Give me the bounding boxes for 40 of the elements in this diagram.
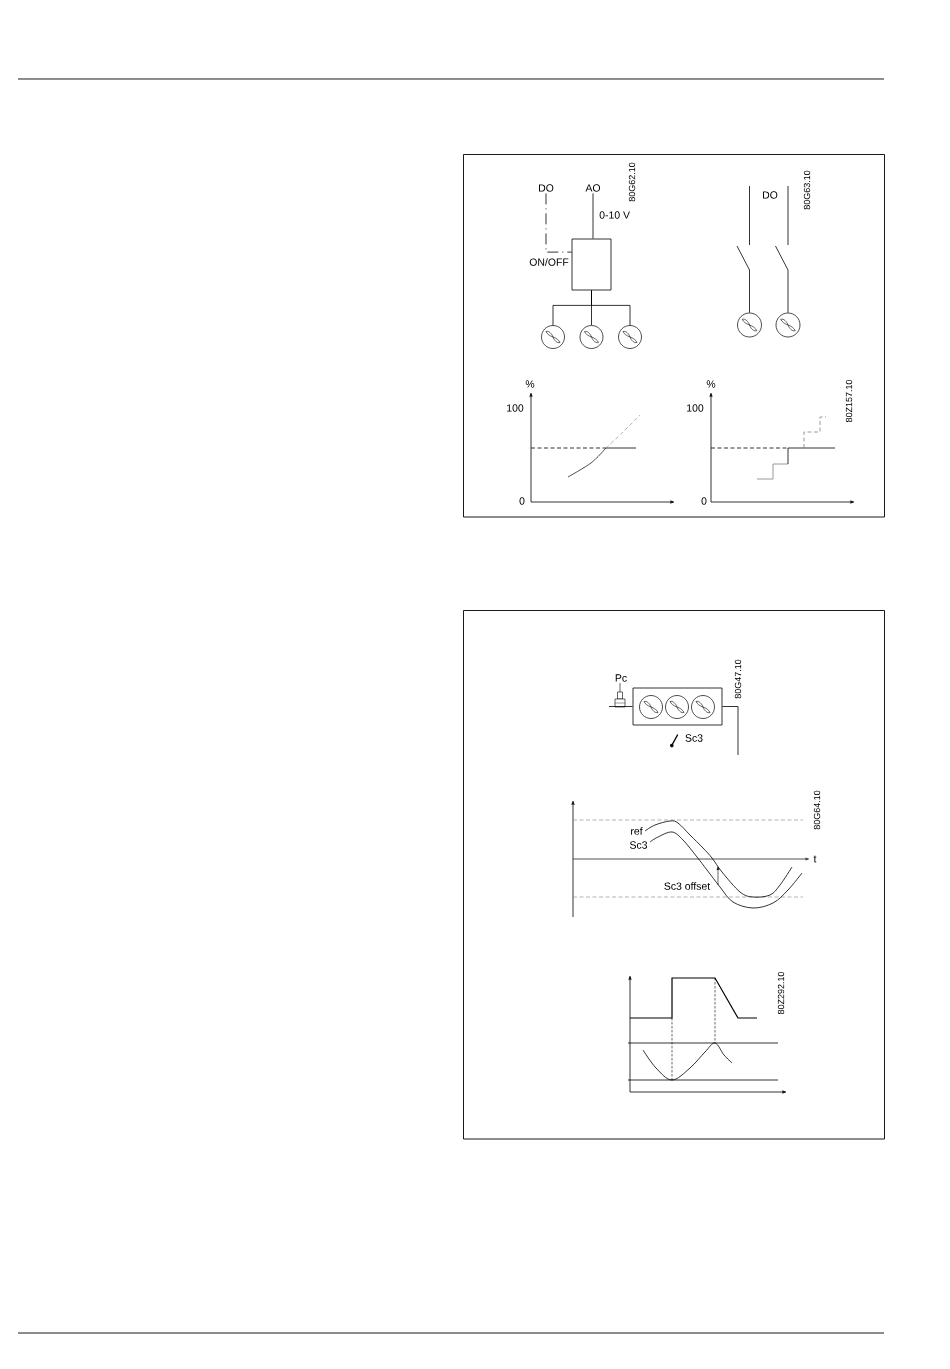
sensor-label: Sc3 <box>685 734 703 742</box>
condenser-box <box>632 687 723 726</box>
tick-label: 100 <box>687 404 704 412</box>
fan-symbol <box>639 695 663 719</box>
signal-label: DO <box>763 191 778 199</box>
curve-label: Sc3 <box>629 841 648 849</box>
tick-label: 0 <box>519 497 525 505</box>
fan-symbol <box>775 312 801 338</box>
dimension-label: Sc3 offset <box>664 882 711 890</box>
control-line <box>545 193 572 253</box>
fan-symbol <box>665 695 689 719</box>
fan-symbol <box>691 695 715 719</box>
curve-label: ref <box>631 827 643 835</box>
signal-label: DO <box>539 184 554 192</box>
pipe <box>608 706 633 707</box>
drawing-number: 80Z292.10 <box>777 971 785 1015</box>
pipe <box>722 706 739 756</box>
drawing-number: 80Z157.10 <box>845 379 853 423</box>
switch-wire <box>775 185 789 314</box>
drawing-number: 80G47.10 <box>734 659 742 699</box>
axis-label: t <box>813 855 817 863</box>
switch-wire <box>736 185 750 314</box>
drawing-number: 80G62.10 <box>628 162 636 202</box>
drive-box <box>571 238 612 291</box>
fan-symbol <box>541 325 565 349</box>
axis-label: % <box>525 380 535 388</box>
signal-wire <box>592 193 594 239</box>
tick-label: 100 <box>507 404 524 412</box>
drawing-number: 80G63.10 <box>803 170 811 210</box>
signal-label: AO <box>585 184 601 192</box>
edge-label: ON/OFF <box>529 258 569 266</box>
fan-symbol <box>618 325 642 349</box>
edge-label: 0-10 V <box>599 211 630 219</box>
power-wire <box>591 290 631 326</box>
drawing-number: 80G64.10 <box>813 790 821 830</box>
sensor-label: Pc <box>615 674 627 682</box>
fan-symbol <box>737 312 762 338</box>
axis-label: % <box>706 380 716 388</box>
tick-label: 0 <box>701 497 707 505</box>
fan-symbol <box>579 325 604 349</box>
